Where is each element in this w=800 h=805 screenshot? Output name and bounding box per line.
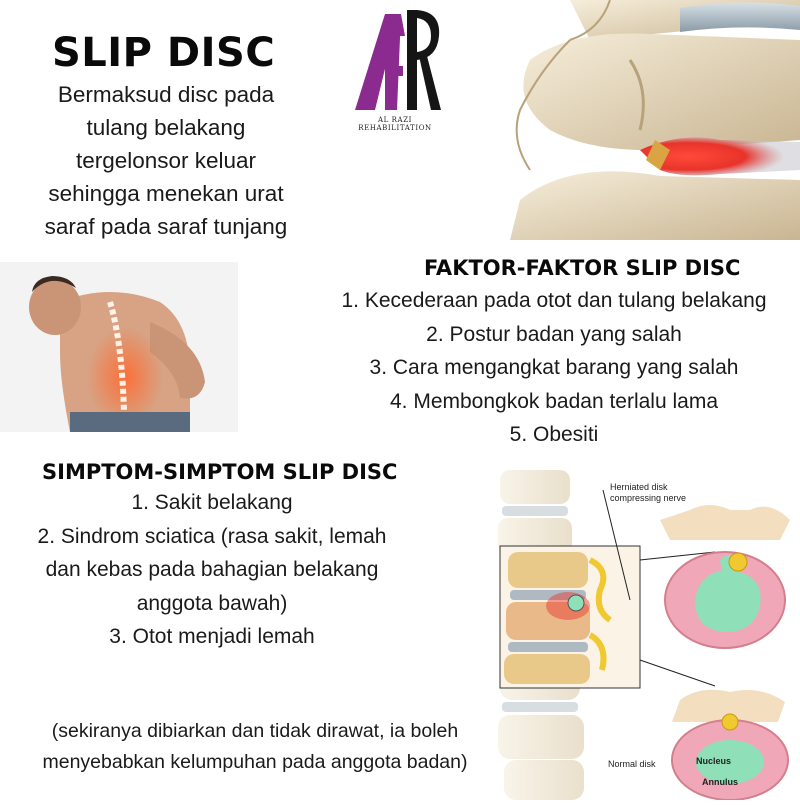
list-item: 2. Postur badan yang salah (426, 322, 682, 346)
al-razi-logo: AL RAZI REHABILITATION (345, 6, 445, 132)
list-item: 5. Obesiti (509, 423, 599, 446)
label-normal-disk: Normal disk (608, 759, 656, 769)
label-herniated-2: compressing nerve (610, 493, 687, 503)
spine-closeup-illustration (510, 0, 800, 240)
list-item: dan kebas pada bahagian belakang (45, 558, 379, 581)
logo-monogram-icon (355, 10, 441, 110)
faktor-title: FAKTOR-FAKTOR SLIP DISC (424, 256, 741, 280)
label-herniated-1: Herniated disk (610, 482, 668, 492)
list-item: anggota bawah) (136, 591, 288, 615)
note-line: (sekiranya dibiarkan dan tidak dirawat, … (51, 720, 459, 742)
logo-line-1: AL RAZI (377, 116, 413, 124)
list-item: 2. Sindrom sciatica (rasa sakit, lemah (37, 524, 387, 548)
simptom-list: 1. Sakit belakang 2. Sindrom sciatica (r… (4, 486, 420, 654)
label-annulus: Annulus (702, 777, 738, 787)
list-item: 1. Kecederaan pada otot dan tulang belak… (341, 289, 767, 312)
logo-line-2: REHABILITATION (358, 124, 432, 132)
back-pain-photo (0, 262, 238, 432)
description-line: tulang belakang (86, 115, 246, 140)
page-title: SLIP DISC (52, 30, 276, 76)
note-line: menyebabkan kelumpuhan pada anggota bada… (42, 751, 468, 773)
list-item: 4. Membongkok badan terlalu lama (389, 389, 719, 413)
simptom-title: SIMPTOM-SIMPTOM SLIP DISC (42, 460, 398, 484)
faktor-list: 1. Kecederaan pada otot dan tulang belak… (300, 284, 800, 452)
description-line: tergelonsor keluar (75, 148, 257, 173)
description-line: saraf pada saraf tunjang (44, 214, 288, 239)
description: Bermaksud disc pada tulang belakang terg… (18, 78, 314, 243)
list-item: 1. Sakit belakang (131, 491, 293, 514)
label-nucleus: Nucleus (696, 756, 732, 766)
warning-note: (sekiranya dibiarkan dan tidak dirawat, … (10, 716, 500, 778)
disc-diagram-illustration (498, 470, 790, 801)
herniated-disc-diagram: Herniated disk compressing nerve Normal … (490, 460, 800, 801)
list-item: 3. Otot menjadi lemah (109, 625, 315, 648)
description-line: sehingga menekan urat (48, 181, 284, 206)
list-item: 3. Cara mengangkat barang yang salah (369, 356, 739, 379)
description-line: Bermaksud disc pada (57, 82, 275, 107)
